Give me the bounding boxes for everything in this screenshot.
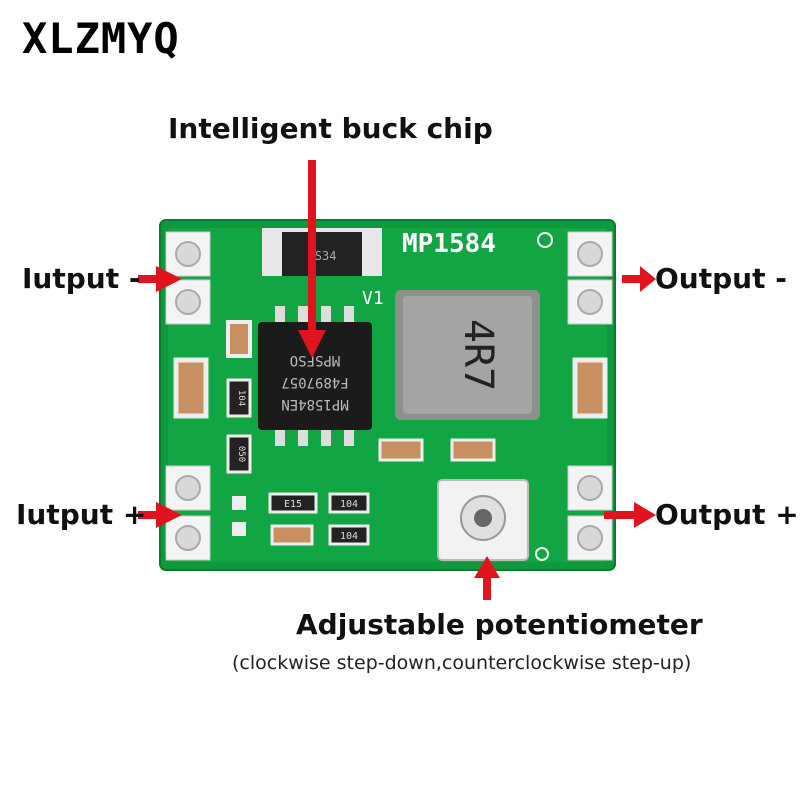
pad-input-negative [165,231,211,325]
arrow-to-potentiometer [474,556,500,600]
resistor-104-c-label: 104 [340,531,358,542]
capacitor-right [572,357,608,419]
arrow-output-positive [604,502,656,528]
label-potentiometer-note: (clockwise step-down,counterclockwise st… [232,652,692,674]
label-input-positive: Iutput + [16,498,147,531]
label-adjustable-potentiometer: Adjustable potentiometer [296,608,703,641]
chip-line-3: MP1584EN [281,396,348,412]
board-model-text: MP1584 [402,229,496,259]
resistor-104-vertical: 104 [226,378,252,418]
resistor-050-label: 050 [236,446,246,462]
label-intelligent-buck-chip: Intelligent buck chip [168,112,493,145]
resistor-104-b-label: 104 [340,499,358,510]
label-output-negative: Output - [655,262,787,295]
board-version-text: V1 [362,288,384,309]
buck-chip: MPSFSO F4897057 MP1584EN [258,306,372,446]
arrow-to-chip [298,160,326,358]
arrow-output-negative [622,266,656,292]
inductor-label: 4R7 [455,319,501,391]
resistor-e15: E15 [268,492,318,514]
resistor-104-c: 104 [328,524,370,546]
pad-output-positive [567,465,613,561]
capacitor-left [173,357,209,419]
diode-ss34: SS34 [262,228,382,276]
pad-output-negative [567,231,613,325]
resistor-050: 050 [226,434,252,474]
capacitor-1 [226,320,252,358]
label-output-positive: Output + [655,498,799,531]
resistor-e15-label: E15 [284,499,302,510]
inductor-4r7: 4R7 [395,290,540,420]
arrow-input-negative [138,266,182,292]
brand-logo-text: XLZMYQ [22,14,180,63]
pad-input-positive [165,465,211,561]
potentiometer [437,479,529,561]
chip-line-2: F4897057 [281,374,348,390]
resistor-104-b: 104 [328,492,370,514]
capacitor-small [270,524,314,546]
resistor-104-label: 104 [236,390,246,406]
chip-line-1: MPSFSO [290,352,341,368]
arrow-input-positive [138,502,182,528]
label-input-negative: Iutput - [22,262,141,295]
